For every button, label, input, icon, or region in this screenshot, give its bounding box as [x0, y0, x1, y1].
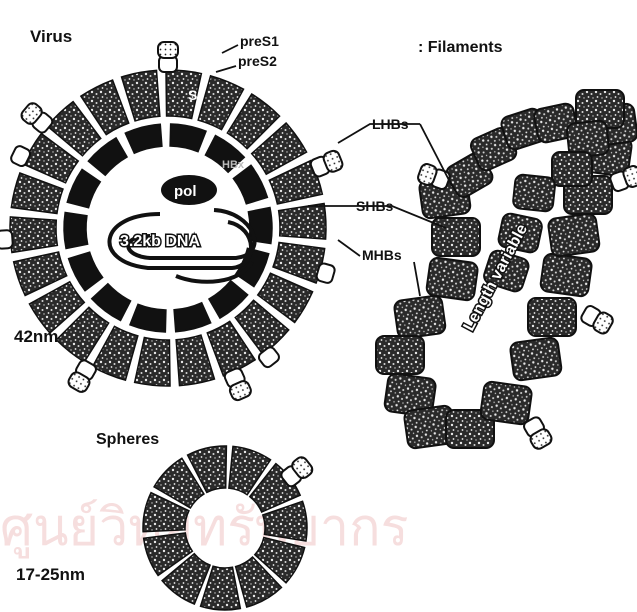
spheres-title: Spheres — [96, 431, 159, 448]
filament-segment — [552, 152, 592, 186]
pres2-domain — [0, 230, 13, 249]
envelope-segment — [135, 337, 170, 386]
core-segment — [170, 124, 206, 152]
envelope-segment — [279, 204, 326, 240]
viral-genome: pol 3.2kb DNA — [109, 175, 254, 282]
virus-size-label: 42nm — [14, 327, 58, 346]
core-segment — [248, 207, 272, 243]
filament-segment — [376, 336, 424, 374]
filament-segment — [393, 295, 446, 339]
filament-segment — [512, 174, 555, 212]
core-segment — [67, 169, 100, 207]
virus-title: Virus — [30, 27, 72, 46]
envelope-segment — [122, 70, 160, 121]
shbs-label: SHBs — [356, 198, 394, 214]
core-segment — [233, 165, 267, 204]
watermark-text: ศูนย์วิทยทรัพยากร — [0, 498, 409, 559]
core-segment — [130, 304, 166, 332]
pres1-domain — [158, 42, 178, 58]
envelope-protein — [222, 366, 252, 402]
envelope-protein — [0, 230, 13, 249]
pol-label: pol — [174, 183, 197, 200]
filament-segment — [432, 218, 480, 256]
core-segment — [125, 124, 162, 153]
core-segment — [64, 212, 88, 248]
core-segment — [174, 303, 211, 332]
hbx-label: HBx — [222, 159, 245, 171]
s-label: S — [188, 87, 197, 103]
envelope-protein — [309, 149, 344, 179]
dna-label: 3.2kb DNA — [120, 233, 200, 250]
filament-segment — [528, 298, 576, 336]
pres1-line — [222, 45, 238, 53]
pres2-line — [216, 66, 236, 72]
envelope-segment — [10, 217, 57, 253]
filament-segment — [547, 213, 600, 257]
mhbs-label: MHBs — [362, 247, 402, 263]
envelope-protein — [579, 303, 615, 335]
pres1-label: preS1 — [240, 33, 279, 49]
envelope-segment — [11, 173, 63, 213]
pres2-label: preS2 — [238, 53, 277, 69]
envelope-protein — [158, 42, 178, 72]
filament-segment — [426, 257, 479, 301]
lhbs-label: LHBs — [372, 116, 409, 132]
envelope-protein — [19, 101, 55, 136]
filaments-title: : Filaments — [418, 39, 503, 56]
filament-segment — [509, 337, 562, 381]
core-segment — [69, 252, 103, 291]
envelope-segment — [176, 335, 214, 386]
filament-segment — [480, 381, 533, 425]
filament-segment — [540, 253, 593, 297]
spheres-size-label: 17-25nm — [16, 565, 85, 584]
